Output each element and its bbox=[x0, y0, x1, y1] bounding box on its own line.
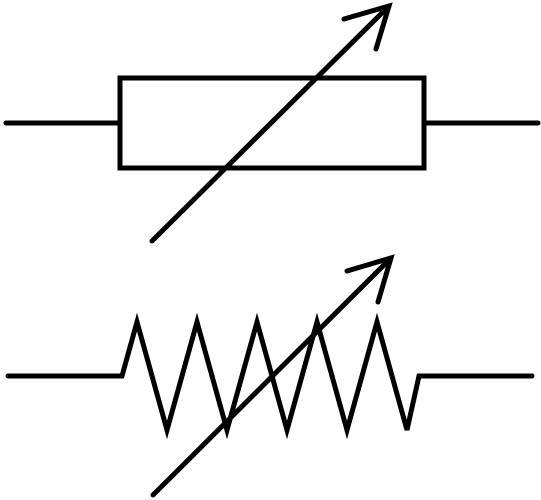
variable-resistor-ansi-symbol bbox=[5, 254, 535, 498]
adjustment-arrowhead-icon bbox=[341, 2, 393, 52]
adjustment-arrow-shaft bbox=[150, 255, 394, 498]
adjustment-arrowhead-icon bbox=[344, 254, 395, 305]
variable-resistor-iec-symbol bbox=[3, 2, 541, 244]
adjustment-arrow-shaft bbox=[149, 3, 392, 244]
